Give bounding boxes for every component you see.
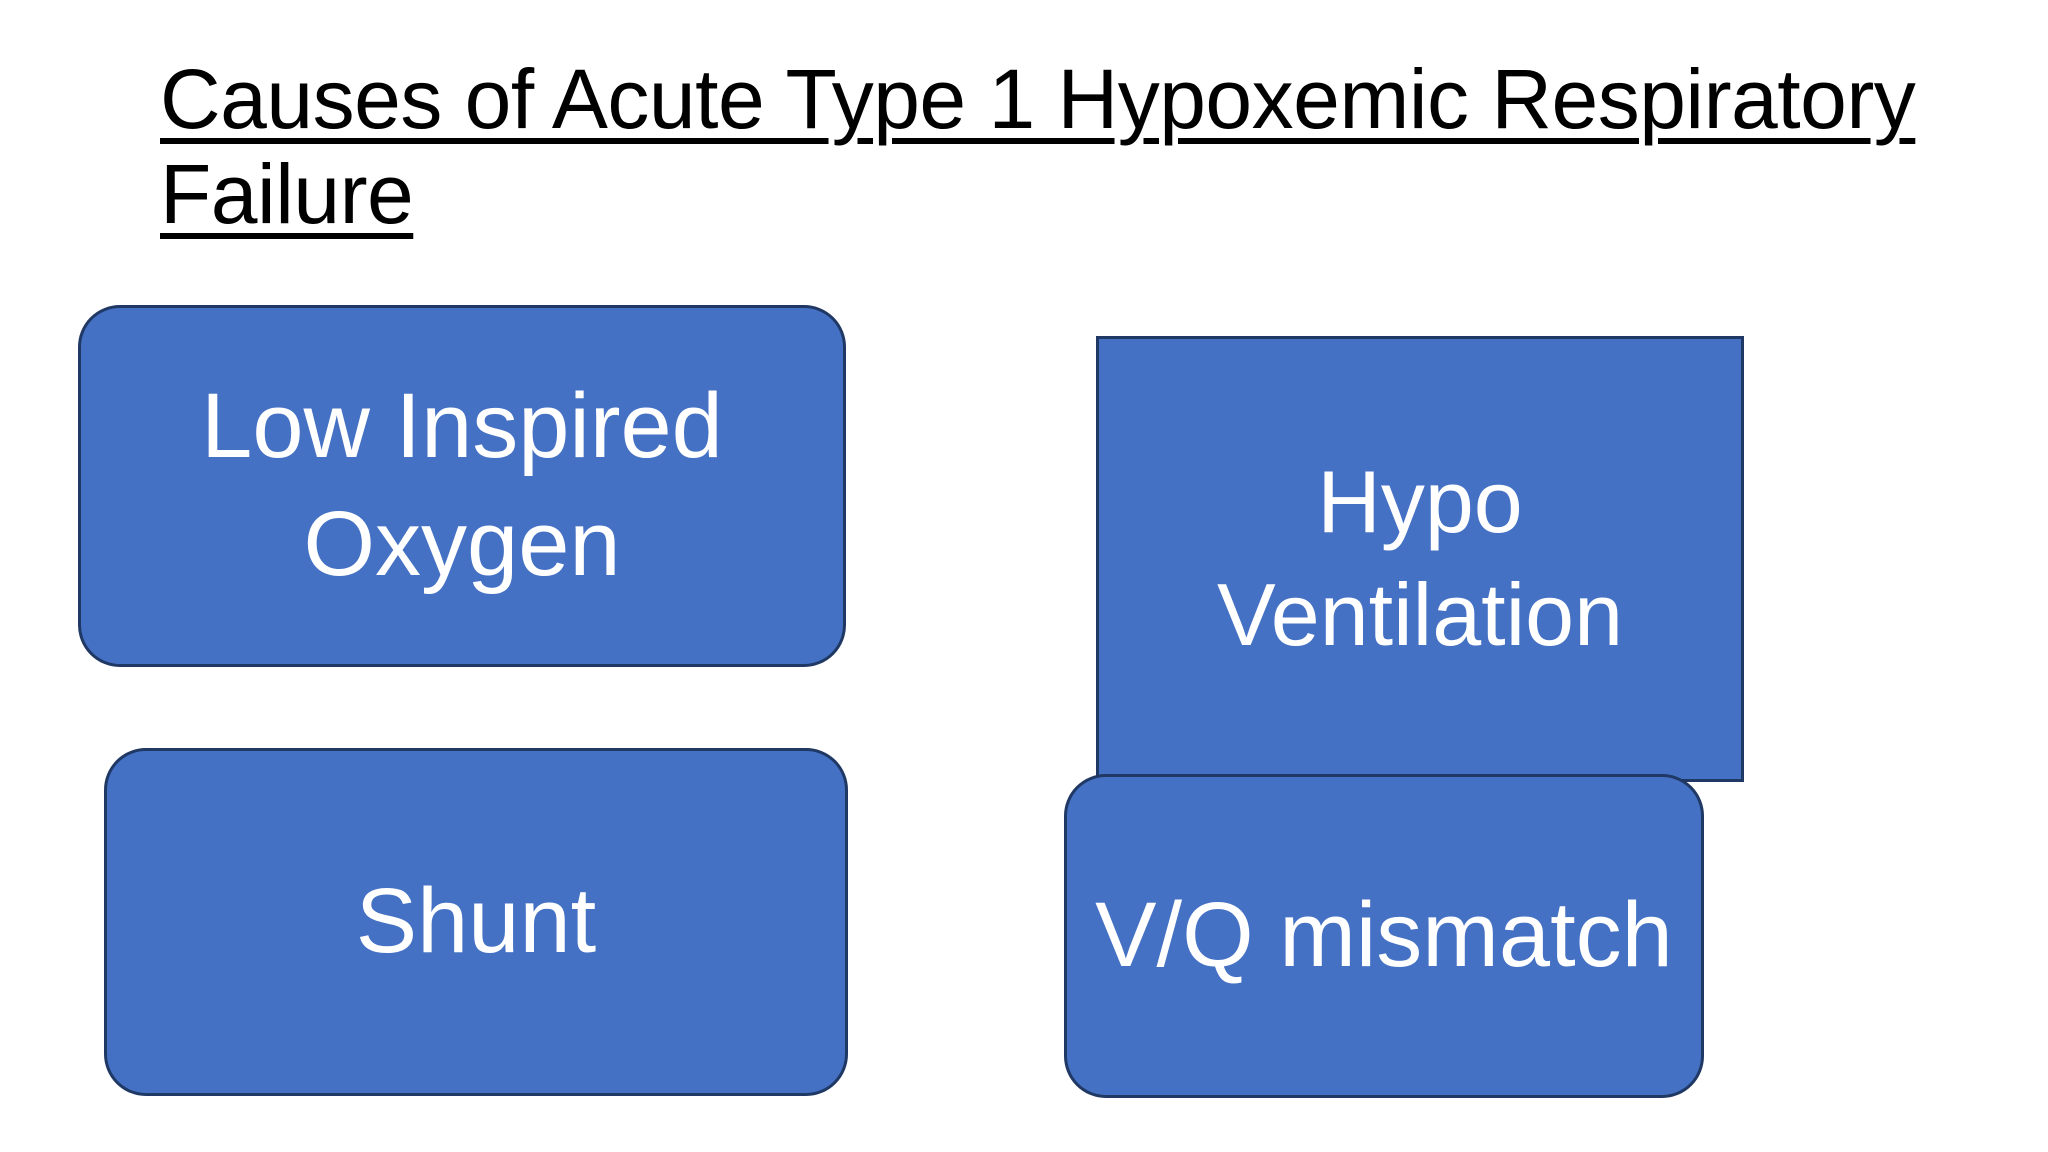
page-title-line-1: Causes of Acute Type 1 Hypoxemic Respira…: [160, 52, 1916, 146]
cause-box-label: Hypo Ventilation: [1216, 452, 1624, 664]
page-title: Causes of Acute Type 1 Hypoxemic Respira…: [160, 52, 1920, 242]
cause-box-label: Shunt: [355, 870, 597, 973]
cause-box-hypo-ventilation[interactable]: Hypo Ventilation: [1096, 336, 1744, 782]
page-title-line-2: Failure: [160, 146, 414, 241]
cause-box-vq-mismatch[interactable]: V/Q mismatch: [1064, 774, 1704, 1098]
cause-box-label: V/Q mismatch: [1095, 884, 1673, 987]
cause-box-low-inspired-oxygen[interactable]: Low Inspired Oxygen: [78, 305, 846, 667]
cause-box-label: Low Inspired Oxygen: [201, 375, 723, 595]
cause-box-shunt[interactable]: Shunt: [104, 748, 848, 1096]
